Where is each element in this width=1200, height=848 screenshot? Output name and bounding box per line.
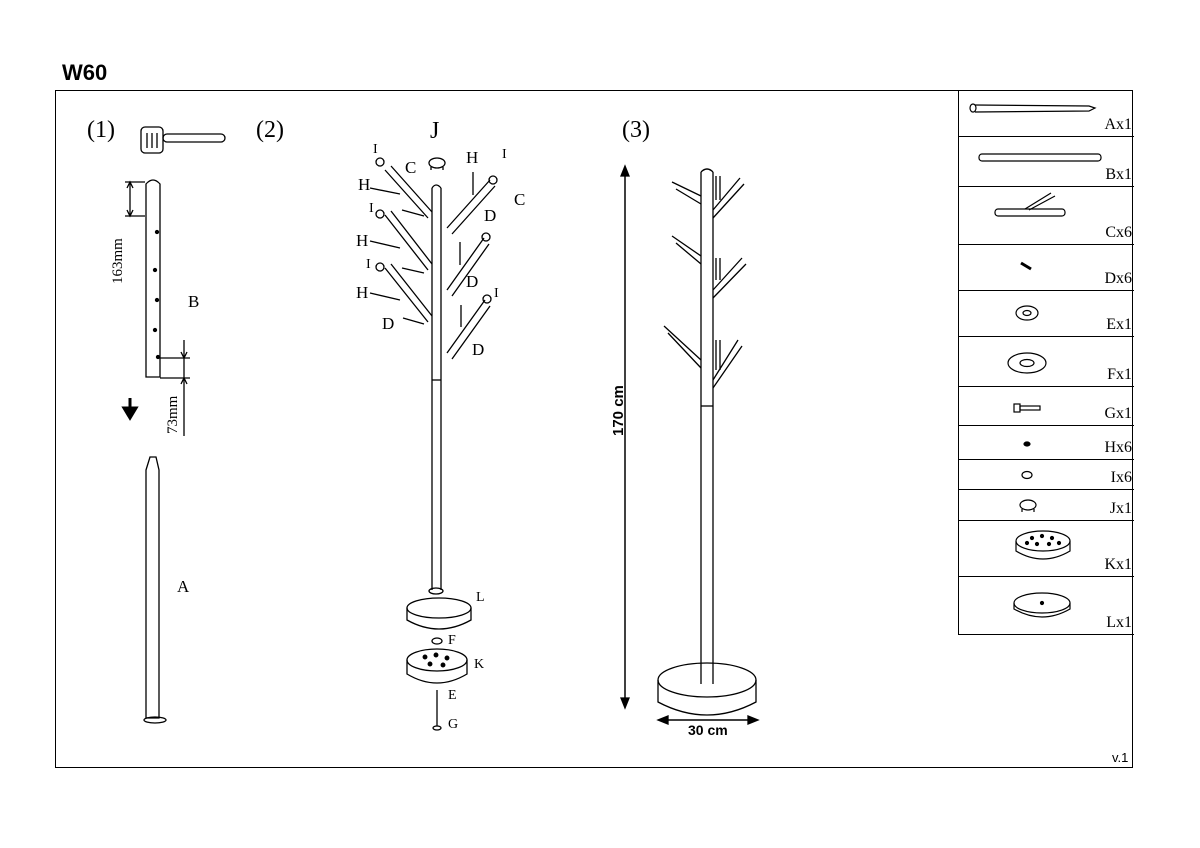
pole-icon bbox=[969, 103, 1097, 113]
callout-l: L bbox=[476, 590, 485, 605]
callout-g: G bbox=[448, 717, 459, 732]
callout-i: I bbox=[366, 257, 371, 272]
pole-a-drawing bbox=[143, 456, 167, 724]
callout-h: H bbox=[358, 175, 371, 194]
callout-h: H bbox=[356, 283, 369, 302]
callout-k: K bbox=[474, 657, 485, 672]
part-label-g: Gx1 bbox=[1104, 405, 1132, 422]
parts-list: Ax1 Bx1 Cx6 Dx6 Ex1 Fx1 Gx1 bbox=[958, 90, 1134, 635]
assembled-coat-stand bbox=[620, 164, 760, 725]
part-label-c: Cx6 bbox=[1105, 224, 1132, 241]
small-washer-icon bbox=[1015, 305, 1039, 321]
small-cap-icon bbox=[1023, 441, 1031, 447]
callout-i: I bbox=[373, 142, 378, 157]
page-title: W60 bbox=[62, 60, 108, 85]
callout-h: H bbox=[356, 231, 369, 250]
part-row-l: Lx1 bbox=[958, 577, 1134, 635]
callout-d: D bbox=[472, 340, 485, 359]
pole-b-drawing bbox=[125, 179, 190, 436]
part-row-f: Fx1 bbox=[958, 337, 1134, 387]
part-label-a: Ax1 bbox=[1104, 116, 1132, 133]
exploded-assembly bbox=[369, 157, 498, 731]
callout-d: D bbox=[484, 206, 497, 225]
part-row-c: Cx6 bbox=[958, 187, 1134, 245]
part-row-g: Gx1 bbox=[958, 387, 1134, 426]
version-label: v.1 bbox=[1112, 750, 1129, 765]
height-dimension: 170 cm bbox=[610, 385, 627, 436]
step-2-label: (2) bbox=[256, 117, 284, 143]
callout-e: E bbox=[448, 688, 457, 703]
arrow-down-icon bbox=[121, 398, 139, 421]
width-dimension: 30 cm bbox=[688, 722, 728, 738]
callout-i: I bbox=[369, 201, 374, 216]
part-label-h: Hx6 bbox=[1104, 439, 1132, 456]
part-label-f: Fx1 bbox=[1107, 366, 1132, 383]
part-row-h: Hx6 bbox=[958, 426, 1134, 460]
part-label-i: Ix6 bbox=[1110, 469, 1132, 486]
part-row-e: Ex1 bbox=[958, 291, 1134, 337]
callout-i: I bbox=[494, 286, 499, 301]
part-row-k: Kx1 bbox=[958, 521, 1134, 577]
part-row-j: Jx1 bbox=[958, 490, 1134, 521]
callout-c: C bbox=[514, 190, 526, 209]
hook-arm-icon bbox=[994, 192, 1066, 217]
part-a-label: A bbox=[177, 577, 190, 596]
callout-d: D bbox=[466, 272, 479, 291]
upper-pole-icon bbox=[978, 153, 1102, 162]
part-row-i: Ix6 bbox=[958, 460, 1134, 490]
callout-c: C bbox=[405, 158, 417, 177]
step-1-label: (1) bbox=[87, 117, 115, 143]
callout-i: I bbox=[502, 147, 507, 162]
part-row-a: Ax1 bbox=[958, 90, 1134, 137]
step-3-label: (3) bbox=[622, 117, 650, 143]
callout-d: D bbox=[382, 314, 395, 333]
base-plate-icon bbox=[1015, 530, 1071, 560]
dim-73mm: 73mm bbox=[165, 395, 181, 434]
part-label-d: Dx6 bbox=[1104, 270, 1132, 287]
callout-f: F bbox=[448, 633, 456, 648]
part-b-label: B bbox=[188, 292, 200, 311]
screw-icon bbox=[1020, 261, 1032, 271]
part-row-d: Dx6 bbox=[958, 245, 1134, 291]
top-cap-icon bbox=[1019, 499, 1037, 512]
base-weight-icon bbox=[1013, 592, 1071, 618]
drawing-frame bbox=[55, 90, 1133, 768]
part-label-k: Kx1 bbox=[1104, 556, 1132, 573]
part-row-b: Bx1 bbox=[958, 137, 1134, 187]
part-label-l: Lx1 bbox=[1106, 614, 1132, 631]
dim-163mm: 163mm bbox=[110, 238, 126, 284]
part-label-b: Bx1 bbox=[1105, 166, 1132, 183]
part-label-e: Ex1 bbox=[1106, 316, 1132, 333]
part-label-j: Jx1 bbox=[1109, 500, 1132, 517]
bolt-icon bbox=[1013, 403, 1041, 413]
large-washer-icon bbox=[1007, 352, 1047, 374]
end-cap-icon bbox=[1021, 470, 1033, 480]
part-j-label: J bbox=[430, 118, 440, 144]
callout-h: H bbox=[466, 148, 479, 167]
mallet-icon bbox=[140, 126, 226, 154]
